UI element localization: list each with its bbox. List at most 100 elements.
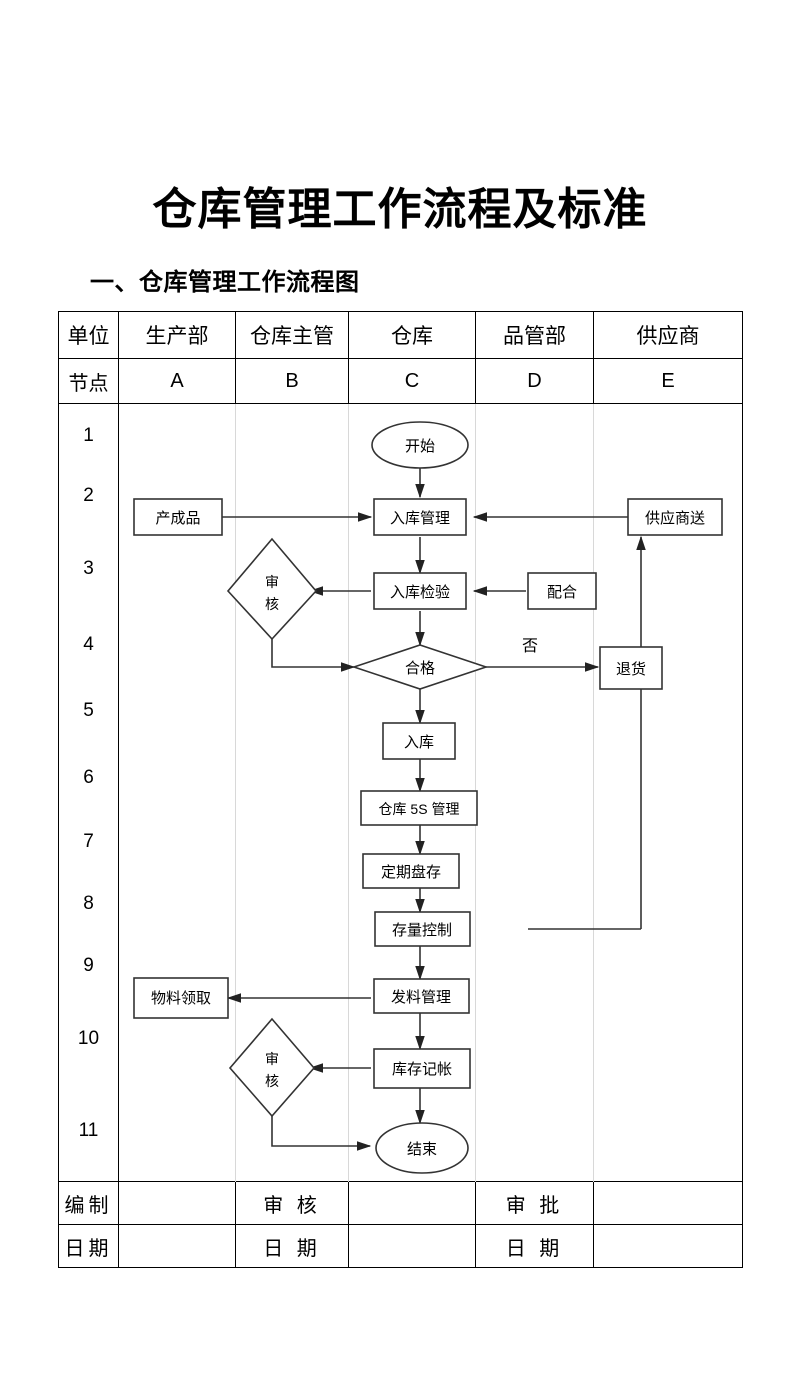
footer-date-c[interactable]: [348, 1224, 476, 1268]
cell-a-10: [118, 997, 236, 1081]
table-row: 7: [58, 811, 743, 873]
cell-e-9: [593, 935, 743, 997]
node-col-c: C: [348, 358, 476, 404]
cell-b-7: [235, 811, 349, 873]
cell-e-10: [593, 997, 743, 1081]
cell-a-5: [118, 676, 236, 745]
table-row: 9: [58, 935, 743, 997]
row-number-3: 3: [58, 524, 119, 614]
table-row: 1: [58, 403, 743, 468]
cell-b-9: [235, 935, 349, 997]
cell-d-10: [475, 997, 594, 1081]
row-number-1: 1: [58, 403, 119, 468]
table-row: 2: [58, 468, 743, 524]
footer-date-a[interactable]: [118, 1224, 236, 1268]
table-row: 11: [58, 1081, 743, 1182]
footer-date-b: 日 期: [235, 1224, 349, 1268]
footer-label-date: 日期: [58, 1224, 119, 1268]
row-number-8: 8: [58, 873, 119, 935]
cell-a-9: [118, 935, 236, 997]
cell-b-4: [235, 614, 349, 676]
table-row: 4: [58, 614, 743, 676]
cell-b-1: [235, 403, 349, 468]
cell-c-5: [348, 676, 476, 745]
cell-a-2: [118, 468, 236, 524]
cell-d-11: [475, 1081, 594, 1182]
table-row: 6: [58, 745, 743, 811]
cell-c-1: [348, 403, 476, 468]
cell-c-11: [348, 1081, 476, 1182]
row-number-7: 7: [58, 811, 119, 873]
table-row: 10: [58, 997, 743, 1081]
cell-b-3: [235, 524, 349, 614]
node-col-e: E: [593, 358, 743, 404]
node-col-b: B: [235, 358, 349, 404]
cell-c-9: [348, 935, 476, 997]
cell-a-8: [118, 873, 236, 935]
header-label: 单位: [58, 311, 119, 359]
cell-d-4: [475, 614, 594, 676]
footer-date-d: 日 期: [475, 1224, 594, 1268]
cell-e-1: [593, 403, 743, 468]
row-number-10: 10: [58, 997, 119, 1081]
section-title: 一、仓库管理工作流程图: [90, 269, 360, 296]
cell-a-11: [118, 1081, 236, 1182]
node-col-d: D: [475, 358, 594, 404]
row-number-11: 11: [58, 1081, 119, 1182]
cell-a-6: [118, 745, 236, 811]
cell-e-5: [593, 676, 743, 745]
cell-c-8: [348, 873, 476, 935]
swimlane-table: 单位 生产部 仓库主管 仓库 品管部 供应商 节点 A B C D E 1: [58, 311, 743, 1268]
cell-d-2: [475, 468, 594, 524]
page-title: 仓库管理工作流程及标准: [152, 185, 648, 234]
row-number-4: 4: [58, 614, 119, 676]
cell-e-11: [593, 1081, 743, 1182]
row-number-5: 5: [58, 676, 119, 745]
cell-b-8: [235, 873, 349, 935]
cell-c-3: [348, 524, 476, 614]
header-col-b: 仓库主管: [235, 311, 349, 359]
cell-b-5: [235, 676, 349, 745]
cell-d-6: [475, 745, 594, 811]
cell-d-5: [475, 676, 594, 745]
cell-a-7: [118, 811, 236, 873]
cell-c-6: [348, 745, 476, 811]
table-row: 3: [58, 524, 743, 614]
cell-d-1: [475, 403, 594, 468]
header-col-d: 品管部: [475, 311, 594, 359]
cell-a-1: [118, 403, 236, 468]
footer-row-date: 日期 日 期 日 期: [58, 1224, 743, 1268]
footer-prepare-c[interactable]: [348, 1181, 476, 1225]
footer-prepare-d: 审 批: [475, 1181, 594, 1225]
cell-d-8: [475, 873, 594, 935]
table-row: 5: [58, 676, 743, 745]
table-node-row: 节点 A B C D E: [58, 358, 743, 404]
header-col-c: 仓库: [348, 311, 476, 359]
cell-e-6: [593, 745, 743, 811]
cell-b-10: [235, 997, 349, 1081]
cell-a-3: [118, 524, 236, 614]
cell-e-3: [593, 524, 743, 614]
cell-a-4: [118, 614, 236, 676]
cell-e-4: [593, 614, 743, 676]
cell-d-3: [475, 524, 594, 614]
cell-c-10: [348, 997, 476, 1081]
cell-e-7: [593, 811, 743, 873]
row-number-9: 9: [58, 935, 119, 997]
cell-b-6: [235, 745, 349, 811]
row-number-2: 2: [58, 468, 119, 524]
table-header-row: 单位 生产部 仓库主管 仓库 品管部 供应商: [58, 311, 743, 359]
node-label: 节点: [58, 358, 119, 404]
footer-prepare-e[interactable]: [593, 1181, 743, 1225]
table-row: 8: [58, 873, 743, 935]
footer-prepare-a[interactable]: [118, 1181, 236, 1225]
cell-c-7: [348, 811, 476, 873]
flow-table: 单位 生产部 仓库主管 仓库 品管部 供应商 节点 A B C D E 1: [58, 311, 743, 1310]
cell-c-2: [348, 468, 476, 524]
footer-date-e[interactable]: [593, 1224, 743, 1268]
footer-label-prepare: 编制: [58, 1181, 119, 1225]
cell-d-7: [475, 811, 594, 873]
cell-d-9: [475, 935, 594, 997]
footer-row-prepare: 编制 审 核 审 批: [58, 1181, 743, 1225]
